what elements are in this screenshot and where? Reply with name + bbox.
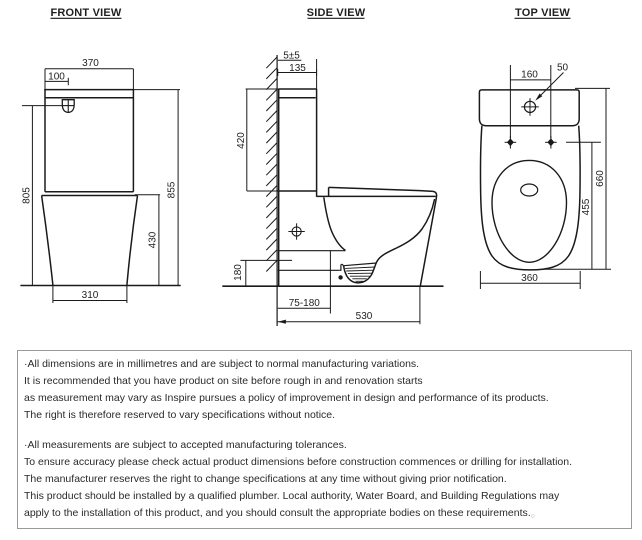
svg-text:420: 420 bbox=[236, 132, 247, 149]
svg-text:50: 50 bbox=[557, 63, 569, 74]
svg-text:TOP VIEW: TOP VIEW bbox=[515, 7, 570, 19]
svg-text:805: 805 bbox=[22, 187, 33, 204]
svg-text:75-180: 75-180 bbox=[289, 298, 321, 309]
svg-text:370: 370 bbox=[82, 58, 99, 69]
svg-text:530: 530 bbox=[356, 311, 373, 322]
svg-text:360: 360 bbox=[521, 273, 538, 284]
svg-text:660: 660 bbox=[595, 170, 606, 187]
svg-text:5±5: 5±5 bbox=[283, 51, 300, 62]
svg-text:135: 135 bbox=[289, 63, 306, 74]
svg-text:160: 160 bbox=[521, 70, 538, 81]
svg-text:455: 455 bbox=[581, 198, 592, 215]
svg-text:100: 100 bbox=[48, 72, 65, 83]
svg-text:SIDE VIEW: SIDE VIEW bbox=[307, 7, 366, 19]
svg-text:FRONT VIEW: FRONT VIEW bbox=[50, 7, 121, 19]
svg-text:855: 855 bbox=[167, 181, 178, 198]
svg-text:430: 430 bbox=[148, 231, 159, 248]
svg-text:310: 310 bbox=[82, 290, 99, 301]
svg-text:180: 180 bbox=[233, 264, 244, 281]
